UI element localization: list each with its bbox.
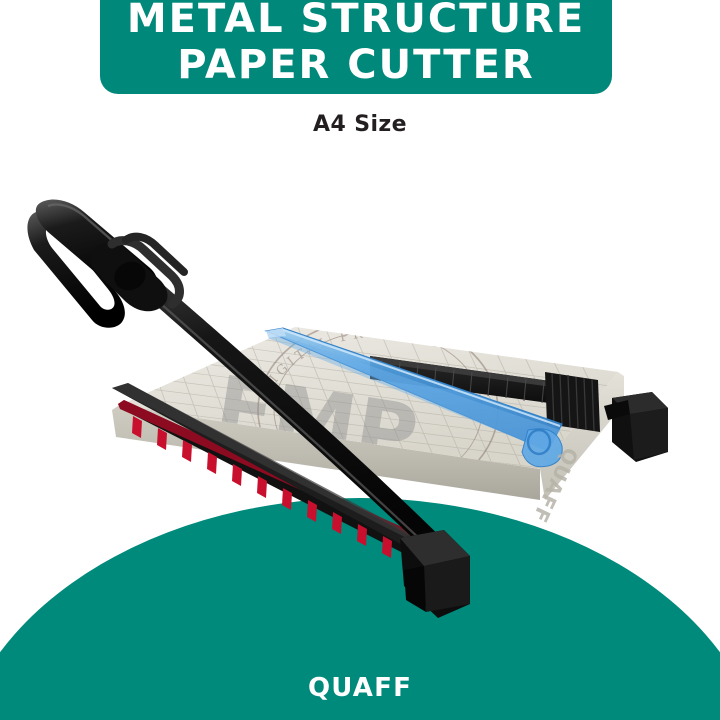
brand-logo-quaff: QUAFF bbox=[307, 673, 413, 703]
header-title-line-1: METAL STRUCTURE bbox=[126, 0, 586, 42]
deck-measurement-grid bbox=[118, 327, 618, 469]
base-embossed-brand: QUAFF bbox=[527, 444, 583, 527]
watermark-stamp: DIGITAL PRINTING SERVICES bbox=[257, 326, 499, 499]
product-size-subtitle: A4 Size bbox=[313, 112, 407, 137]
cutter-base-front-edge bbox=[112, 406, 540, 500]
header-title-line-2: PAPER CUTTER bbox=[177, 42, 535, 88]
cutter-handle-joint bbox=[90, 232, 188, 312]
cutter-spring-coil bbox=[545, 372, 600, 432]
header-banner: METAL STRUCTURE PAPER CUTTER bbox=[100, 0, 612, 94]
cutter-deck-surface bbox=[118, 327, 618, 469]
watermark-fmp-text: FMP bbox=[209, 357, 424, 485]
watermark-stamp-bottom-text: SERVICES bbox=[313, 470, 409, 499]
watermark-stamp-top-text: DIGITAL PRINTING bbox=[258, 326, 445, 398]
cutter-handle-grip bbox=[27, 199, 188, 328]
cutter-right-corner-foot bbox=[604, 392, 668, 462]
cutter-base-right-edge bbox=[540, 372, 624, 500]
cutter-back-ridge-bar bbox=[370, 356, 588, 408]
blue-paper-guide-bar bbox=[264, 327, 563, 468]
